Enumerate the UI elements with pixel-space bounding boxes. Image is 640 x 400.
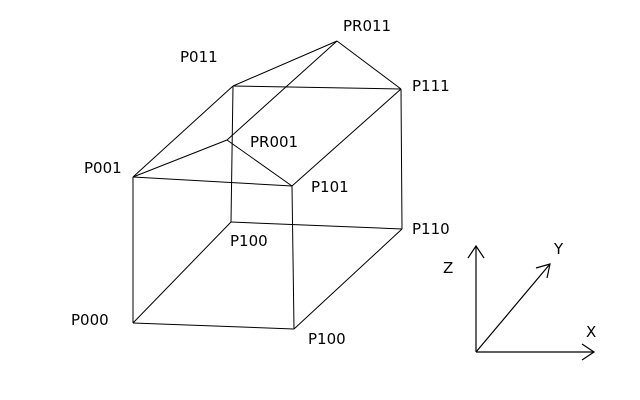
label-p011: P011 (180, 48, 218, 66)
edge-p100back-p110 (230, 221, 403, 230)
y-axis-arrowhead (535, 263, 551, 279)
edge-pr011-pr001 (226, 40, 338, 141)
edge-p001-p101 (132, 176, 293, 187)
edge-p011-p111 (232, 85, 402, 90)
z-axis-arrowhead (467, 244, 485, 259)
edge-pr001-p101 (226, 139, 293, 187)
z-axis-label: Z (443, 259, 453, 277)
x-axis-label: X (586, 323, 596, 341)
edge-p000-p100 (132, 322, 295, 330)
y-axis-line (475, 263, 551, 353)
label-p111: P111 (412, 77, 450, 95)
edge-p111-p110 (400, 88, 403, 230)
label-pr011: PR011 (343, 17, 391, 35)
label-p001: P001 (84, 159, 122, 177)
y-axis-label: Y (553, 240, 564, 258)
label-p000: P000 (71, 311, 109, 329)
edge-p100-p110 (293, 228, 403, 330)
edge-pr011-p111 (336, 40, 402, 90)
axis-indicator: Z X Y (443, 240, 596, 361)
edge-p011-p100back (230, 85, 234, 223)
edge-p001-pr001 (132, 139, 228, 178)
x-axis-arrowhead (581, 343, 596, 361)
edge-p000-p100back (132, 221, 232, 324)
edge-p101-p111 (291, 88, 402, 187)
label-pr001: PR001 (250, 133, 298, 151)
label-p100-back: P100 (230, 232, 268, 250)
edge-p001-p011 (132, 85, 234, 178)
edge-p011-pr011 (232, 40, 338, 87)
label-p101: P101 (311, 178, 349, 196)
edge-p100-p101 (291, 185, 295, 330)
label-p110: P110 (412, 220, 450, 238)
label-p100-bottom: P100 (308, 330, 346, 348)
